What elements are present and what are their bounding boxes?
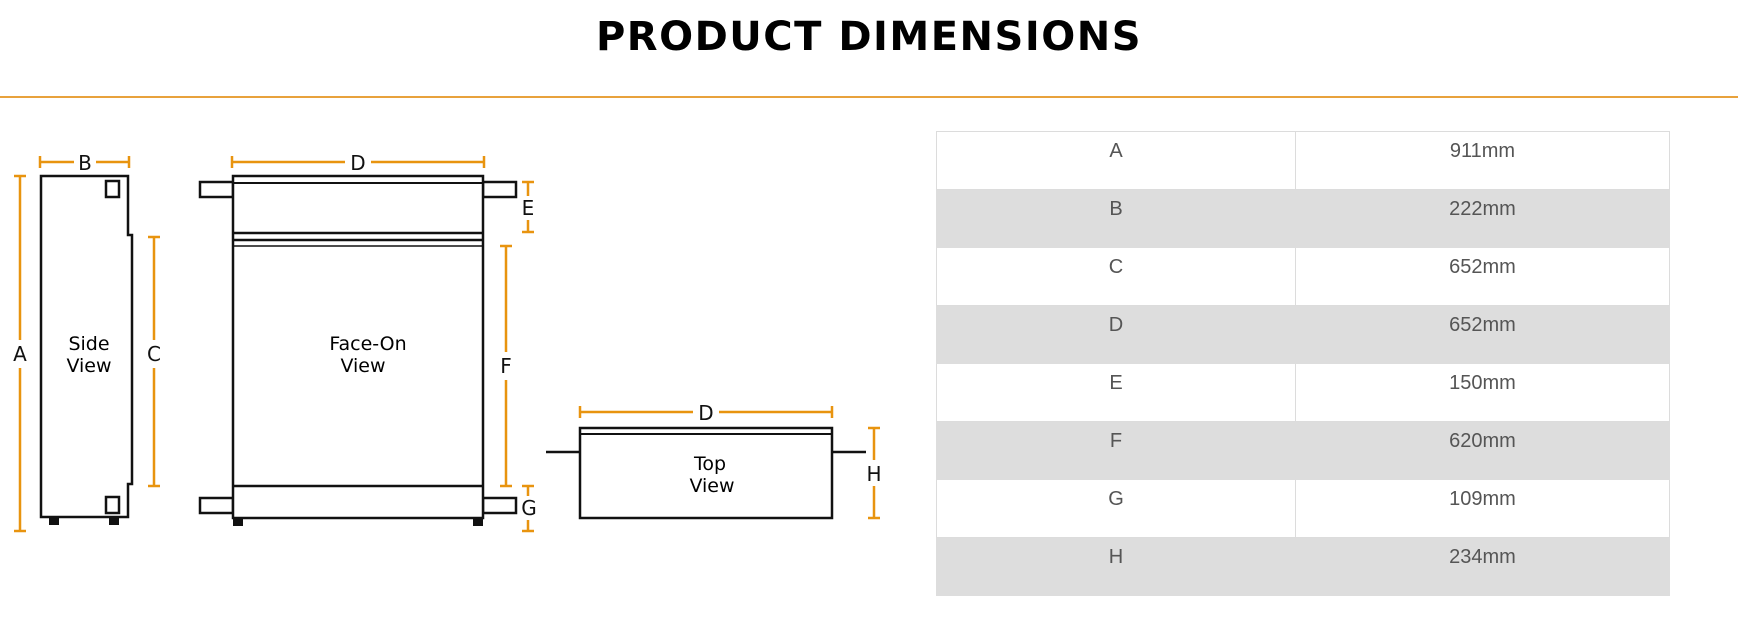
side-outline	[39, 174, 134, 519]
dimension-key: H	[936, 537, 1296, 596]
dimension-d-face: D	[230, 151, 486, 175]
dimension-value: 150mm	[1295, 363, 1670, 422]
side-foot-left	[49, 518, 59, 525]
dimension-key: C	[936, 247, 1296, 306]
table-row: A 911mm	[936, 131, 1670, 190]
top-view: D Top View H	[546, 401, 882, 520]
label-d-top: D	[698, 401, 713, 425]
top-outline	[578, 426, 834, 520]
side-foot-right	[109, 518, 119, 525]
label-f: F	[500, 354, 512, 378]
label-g: G	[521, 496, 537, 520]
dimension-value: 620mm	[1295, 421, 1670, 480]
dimension-key: B	[936, 189, 1296, 248]
label-b: B	[78, 151, 92, 175]
dimension-d-top: D	[578, 401, 834, 425]
face-bracket-bottom-right	[481, 496, 518, 515]
dimension-value: 911mm	[1295, 131, 1670, 190]
table-row: D 652mm	[936, 305, 1670, 364]
dimension-value: 234mm	[1295, 537, 1670, 596]
dimension-a: A	[13, 174, 27, 533]
dimension-h: H	[866, 426, 882, 520]
face-bracket-top-right	[481, 180, 518, 199]
side-view: A B Side View C	[13, 151, 161, 533]
dimensions-diagram: A B Side View C	[13, 151, 882, 533]
page-title: PRODUCT DIMENSIONS	[595, 14, 1143, 60]
dimension-value: 652mm	[1295, 247, 1670, 306]
face-bracket-bottom-left	[198, 496, 235, 515]
label-a: A	[13, 342, 27, 366]
dimension-value: 109mm	[1295, 479, 1670, 538]
face-view-label-1: Face-On	[329, 333, 406, 355]
dimension-g: G	[521, 484, 537, 533]
dimension-key: A	[936, 131, 1296, 190]
table-row: G 109mm	[936, 479, 1670, 538]
side-view-label-2: View	[66, 355, 111, 377]
table-row: H 234mm	[936, 537, 1670, 596]
dimension-key: E	[936, 363, 1296, 422]
dimension-e: E	[522, 180, 535, 234]
face-on-view: D Face-On View E F	[198, 151, 537, 533]
label-h: H	[866, 462, 881, 486]
dimension-f: F	[500, 244, 512, 488]
top-view-label-1: Top	[693, 453, 726, 475]
table-row: F 620mm	[936, 421, 1670, 480]
dimension-key: F	[936, 421, 1296, 480]
face-foot-left	[233, 519, 243, 526]
side-bracket-top	[104, 179, 121, 199]
dimensions-table: A 911mm B 222mm C 652mm D 652mm E 150mm …	[936, 131, 1670, 596]
side-bracket-bottom	[104, 495, 121, 515]
face-foot-right	[473, 519, 483, 526]
dimension-value: 652mm	[1295, 305, 1670, 364]
label-d-face: D	[350, 151, 365, 175]
dimension-key: D	[936, 305, 1296, 364]
label-c: C	[147, 342, 161, 366]
side-view-label-1: Side	[68, 333, 109, 355]
dimension-key: G	[936, 479, 1296, 538]
dimension-b: B	[38, 151, 131, 175]
table-row: E 150mm	[936, 363, 1670, 422]
dimension-c: C	[147, 235, 161, 488]
table-row: C 652mm	[936, 247, 1670, 306]
face-bracket-top-left	[198, 180, 235, 199]
dimension-value: 222mm	[1295, 189, 1670, 248]
label-e: E	[522, 196, 535, 220]
face-view-label-2: View	[340, 355, 385, 377]
table-row: B 222mm	[936, 189, 1670, 248]
top-view-label-2: View	[689, 475, 734, 497]
title-divider	[0, 96, 1738, 98]
